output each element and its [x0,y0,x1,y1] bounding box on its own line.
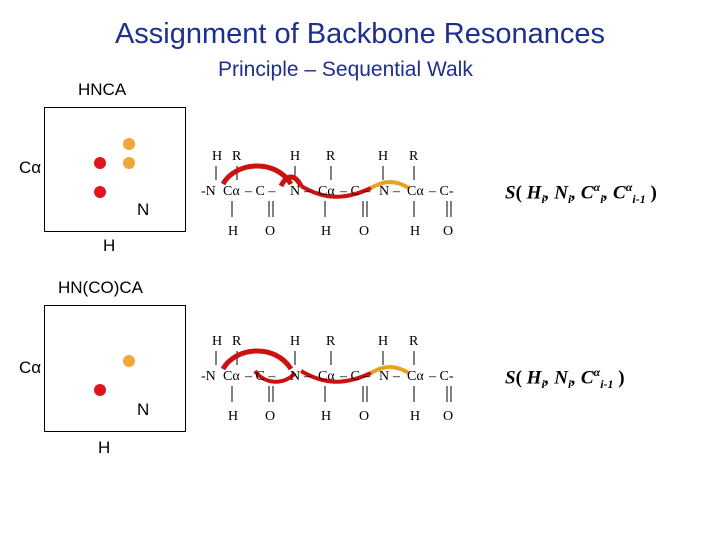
backbone-n: -N [201,184,216,199]
orange-peak [123,355,135,367]
backbone-calpha: Cα [407,184,424,199]
atom-h: H [290,149,300,164]
orange-peak [123,138,135,150]
atom-h: H [228,224,238,239]
hncoca-label: HN(CO)CA [58,278,143,297]
backbone-dash: – [303,184,312,199]
atom-o: O [265,409,275,424]
backbone-n: N [379,369,389,384]
atom-h: H [410,409,420,424]
atom-r: R [326,149,336,164]
backbone-calpha: Cα [318,184,335,199]
hnca-n-axis-label: N [137,200,150,219]
atom-h: H [212,334,222,349]
atom-h: H [290,334,300,349]
atom-r: R [409,334,419,349]
hnca-spectrum-box [44,107,186,232]
hnca-h-axis-label: H [103,236,116,255]
backbone-dash: – [392,184,401,199]
atom-r: R [326,334,336,349]
red-peak [94,384,106,396]
backbone-n: N [379,184,389,199]
hncoca-n-axis-label: N [137,400,150,419]
backbone-dash: – [303,369,312,384]
slide-title: Assignment of Backbone Resonances [114,18,606,50]
atom-o: O [359,224,369,239]
backbone-calpha: Cα [223,184,240,199]
arrow-carbonyl-transfer [253,369,297,384]
atom-r: R [232,334,242,349]
red-peak [94,157,106,169]
orange-peak [123,157,135,169]
arrow-curve [299,369,372,384]
atom-h: H [321,409,331,424]
backbone-dash: – [392,369,401,384]
backbone-c: – C- [428,369,454,384]
arrow-intraresidue [220,163,294,186]
arrow-interresidue [278,174,304,188]
atom-o: O [443,224,453,239]
arrow-curve-orange [370,365,410,375]
atom-h: H [321,224,331,239]
arrow-curve-orange [370,180,410,190]
arrow-intraresidue [220,348,294,371]
backbone-calpha: Cα [223,369,240,384]
backbone-n: N [290,184,300,199]
backbone-calpha: Cα [407,369,424,384]
hncoca-formula: S( Hi, Ni, Cαi-1 ) [505,365,625,392]
hncoca-backbone-diagram: H R H R H R -N Cα – C – N – Cα – C – N –… [201,334,454,424]
hnca-formula: S( Hi, Ni, Cαi, Cαi-1 ) [505,180,657,207]
backbone-n: N [290,369,300,384]
atom-o: O [265,224,275,239]
hnca-calpha-axis-label: Cα [19,158,42,177]
backbone-c: – C – [339,369,371,384]
atom-o: O [359,409,369,424]
backbone-c: – C- [428,184,454,199]
hnca-backbone-diagram: H R H R H R -N Cα – C – N – Cα – C – N –… [201,149,454,239]
hncoca-h-axis-label: H [98,438,111,457]
arrow-curve [299,184,372,199]
red-peak [94,186,106,198]
atom-h: H [228,409,238,424]
atom-h: H [410,224,420,239]
atom-r: R [409,149,419,164]
atom-o: O [443,409,453,424]
backbone-c: – C – [244,184,276,199]
hncoca-spectrum-box [44,305,186,432]
hnca-label: HNCA [78,80,127,99]
atom-h: H [378,149,388,164]
backbone-n: -N [201,369,216,384]
slide-subtitle: Principle – Sequential Walk [218,58,473,81]
backbone-c: – C – [339,184,371,199]
atom-r: R [232,149,242,164]
atom-h: H [212,149,222,164]
atom-h: H [378,334,388,349]
backbone-calpha: Cα [318,369,335,384]
hncoca-calpha-axis-label: Cα [19,358,42,377]
backbone-c: – C – [244,369,276,384]
